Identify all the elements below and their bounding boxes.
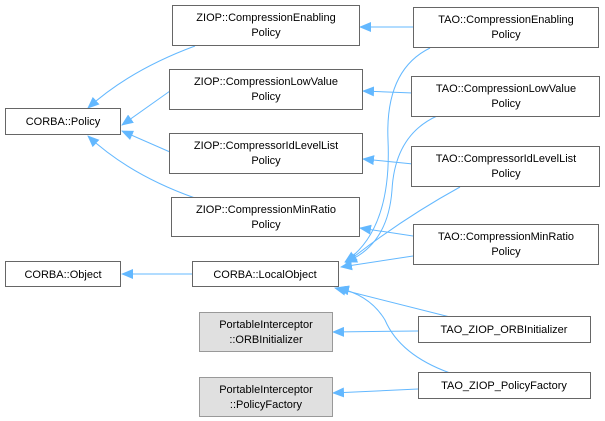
edge-tao-orbinit-to-pi-orbinit <box>332 326 419 337</box>
svg-text:TAO::CompressionMinRatio: TAO::CompressionMinRatio <box>438 231 574 243</box>
node-portableinterceptor-policyfactory[interactable]: PortableInterceptor ::PolicyFactory <box>199 377 333 417</box>
edge-ziop-enabling-to-policy <box>87 45 196 109</box>
svg-text:Policy: Policy <box>491 98 521 110</box>
svg-text:Policy: Policy <box>491 246 521 258</box>
edge-tao-minratio-to-ziop <box>359 224 414 237</box>
svg-text:::PolicyFactory: ::PolicyFactory <box>230 399 303 411</box>
svg-text:CORBA::Object: CORBA::Object <box>24 269 101 281</box>
svg-text:TAO_ZIOP_PolicyFactory: TAO_ZIOP_PolicyFactory <box>441 380 567 392</box>
node-corba-object[interactable]: CORBA::Object <box>5 261 121 287</box>
edge-tao-policyfactory-to-localobject <box>337 285 451 374</box>
svg-text:TAO::CompressorIdLevelList: TAO::CompressorIdLevelList <box>436 153 576 165</box>
edge-tao-policyfactory-to-pi-policyfactory <box>332 387 419 398</box>
svg-text:CORBA::Policy: CORBA::Policy <box>26 116 101 128</box>
edge-ziop-minratio-to-policy <box>87 135 196 199</box>
svg-text:Policy: Policy <box>251 27 281 39</box>
svg-text:ZIOP::CompressionEnabling: ZIOP::CompressionEnabling <box>196 12 335 24</box>
svg-text:TAO::CompressionLowValue: TAO::CompressionLowValue <box>436 83 576 95</box>
svg-text:CORBA::LocalObject: CORBA::LocalObject <box>213 269 316 281</box>
svg-text:Policy: Policy <box>251 219 281 231</box>
node-ziop-compression-lowvalue-policy[interactable]: ZIOP::CompressionLowValue Policy <box>169 69 363 110</box>
edge-tao-enabling-to-localobject <box>344 47 431 263</box>
edge-ziop-idlevel-to-policy <box>121 130 171 153</box>
node-tao-compression-minratio-policy[interactable]: TAO::CompressionMinRatio Policy <box>413 224 599 265</box>
edges <box>87 22 461 398</box>
node-ziop-compression-enabling-policy[interactable]: ZIOP::CompressionEnabling Policy <box>172 5 360 46</box>
edge-tao-lowvalue-to-ziop <box>362 86 414 97</box>
svg-text:ZIOP::CompressionMinRatio: ZIOP::CompressionMinRatio <box>196 204 336 216</box>
node-tao-ziop-orbinitializer[interactable]: TAO_ZIOP_ORBInitializer <box>418 316 591 343</box>
edge-tao-minratio-to-localobject <box>340 255 414 271</box>
node-corba-localobject[interactable]: CORBA::LocalObject <box>192 261 339 287</box>
node-tao-ziop-policyfactory[interactable]: TAO_ZIOP_PolicyFactory <box>418 372 591 399</box>
node-tao-compressor-idlevellist-policy[interactable]: TAO::CompressorIdLevelList Policy <box>411 146 600 187</box>
svg-text:PortableInterceptor: PortableInterceptor <box>219 384 313 396</box>
svg-text:TAO_ZIOP_ORBInitializer: TAO_ZIOP_ORBInitializer <box>441 324 568 336</box>
svg-text:::ORBInitializer: ::ORBInitializer <box>229 334 303 346</box>
svg-text:ZIOP::CompressionLowValue: ZIOP::CompressionLowValue <box>194 76 338 88</box>
svg-text:PortableInterceptor: PortableInterceptor <box>219 319 313 331</box>
node-tao-compression-enabling-policy[interactable]: TAO::CompressionEnabling Policy <box>413 7 599 48</box>
svg-text:Policy: Policy <box>251 91 281 103</box>
edge-tao-lowvalue-to-localobject <box>345 115 438 263</box>
node-tao-compression-lowvalue-policy[interactable]: TAO::CompressionLowValue Policy <box>411 76 600 117</box>
edge-tao-idlevel-to-localobject <box>345 186 461 264</box>
svg-text:Policy: Policy <box>491 29 521 41</box>
svg-text:Policy: Policy <box>251 155 281 167</box>
node-ziop-compressor-idlevellist-policy[interactable]: ZIOP::CompressorIdLevelList Policy <box>169 133 363 174</box>
svg-text:TAO::CompressionEnabling: TAO::CompressionEnabling <box>438 14 574 26</box>
node-ziop-compression-minratio-policy[interactable]: ZIOP::CompressionMinRatio Policy <box>171 197 360 237</box>
edge-ziop-lowvalue-to-policy <box>121 90 171 126</box>
svg-text:ZIOP::CompressorIdLevelList: ZIOP::CompressorIdLevelList <box>194 140 338 152</box>
node-corba-policy[interactable]: CORBA::Policy <box>5 108 121 135</box>
node-portableinterceptor-orbinitializer[interactable]: PortableInterceptor ::ORBInitializer <box>199 312 333 352</box>
svg-text:Policy: Policy <box>491 168 521 180</box>
